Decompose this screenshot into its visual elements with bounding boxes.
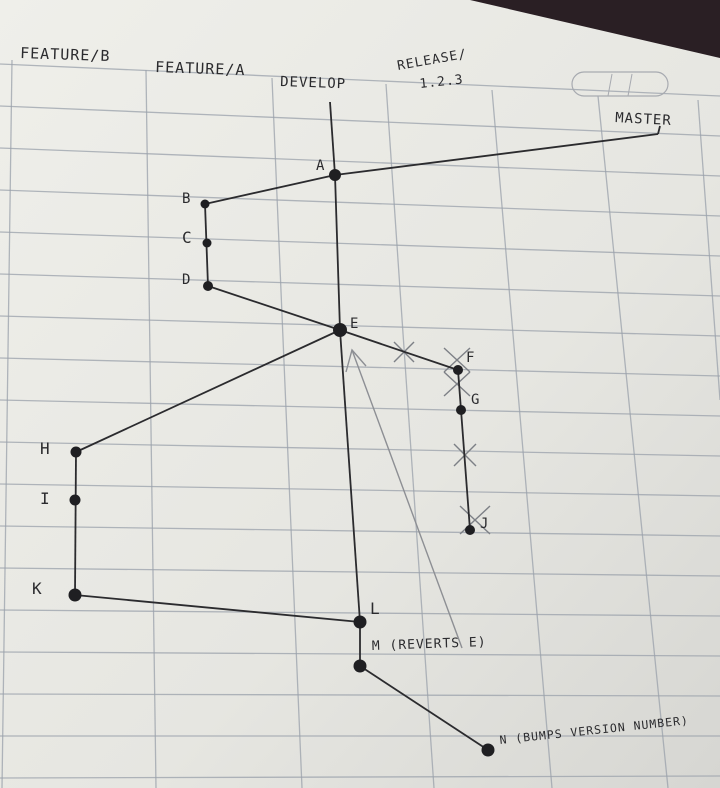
commit-d-label: D <box>182 272 191 288</box>
column-develop: DEVELOP <box>280 74 347 92</box>
column-release-line2: 1.2.3 <box>419 72 464 92</box>
column-master: MASTER <box>615 110 672 129</box>
commit-h-dot <box>70 446 82 458</box>
pencil-doodle <box>571 71 669 97</box>
ruled-lines <box>0 63 720 779</box>
commit-c-dot <box>202 238 212 248</box>
commit-k-dot <box>68 588 82 602</box>
commit-g-label: G <box>471 392 480 408</box>
commit-a-label: A <box>316 158 325 174</box>
revert-arrow <box>345 348 463 649</box>
commit-b-label: B <box>182 191 191 207</box>
commit-i-dot <box>69 494 81 506</box>
commit-a-dot <box>329 169 341 181</box>
commit-l-dot <box>353 615 367 629</box>
commit-m-dot <box>353 659 367 673</box>
commit-i-label: I <box>40 489 51 508</box>
commit-c-label: C <box>182 228 193 247</box>
commit-g-dot <box>456 405 466 415</box>
commit-f-label: F <box>466 350 475 366</box>
branch-lines <box>74 101 661 751</box>
commit-n-dot <box>481 743 495 757</box>
commit-j-label: J <box>480 516 489 532</box>
commit-j-dot <box>465 525 475 535</box>
column-feature-a: FEATURE/A <box>155 58 246 79</box>
commit-e-dot <box>333 323 347 337</box>
commit-h-label: H <box>40 439 51 458</box>
column-feature-b: FEATURE/B <box>20 44 111 65</box>
commit-dots <box>68 169 495 757</box>
commit-b-dot <box>200 199 210 209</box>
commit-e-label: E <box>350 316 359 332</box>
ruled-columns <box>1 59 720 788</box>
commit-f-dot <box>453 365 463 375</box>
commit-l-label: L <box>370 599 381 618</box>
commit-m-label: M (REVERTS E) <box>372 635 487 654</box>
commit-d-dot <box>203 281 213 291</box>
commit-k-label: K <box>32 579 43 598</box>
